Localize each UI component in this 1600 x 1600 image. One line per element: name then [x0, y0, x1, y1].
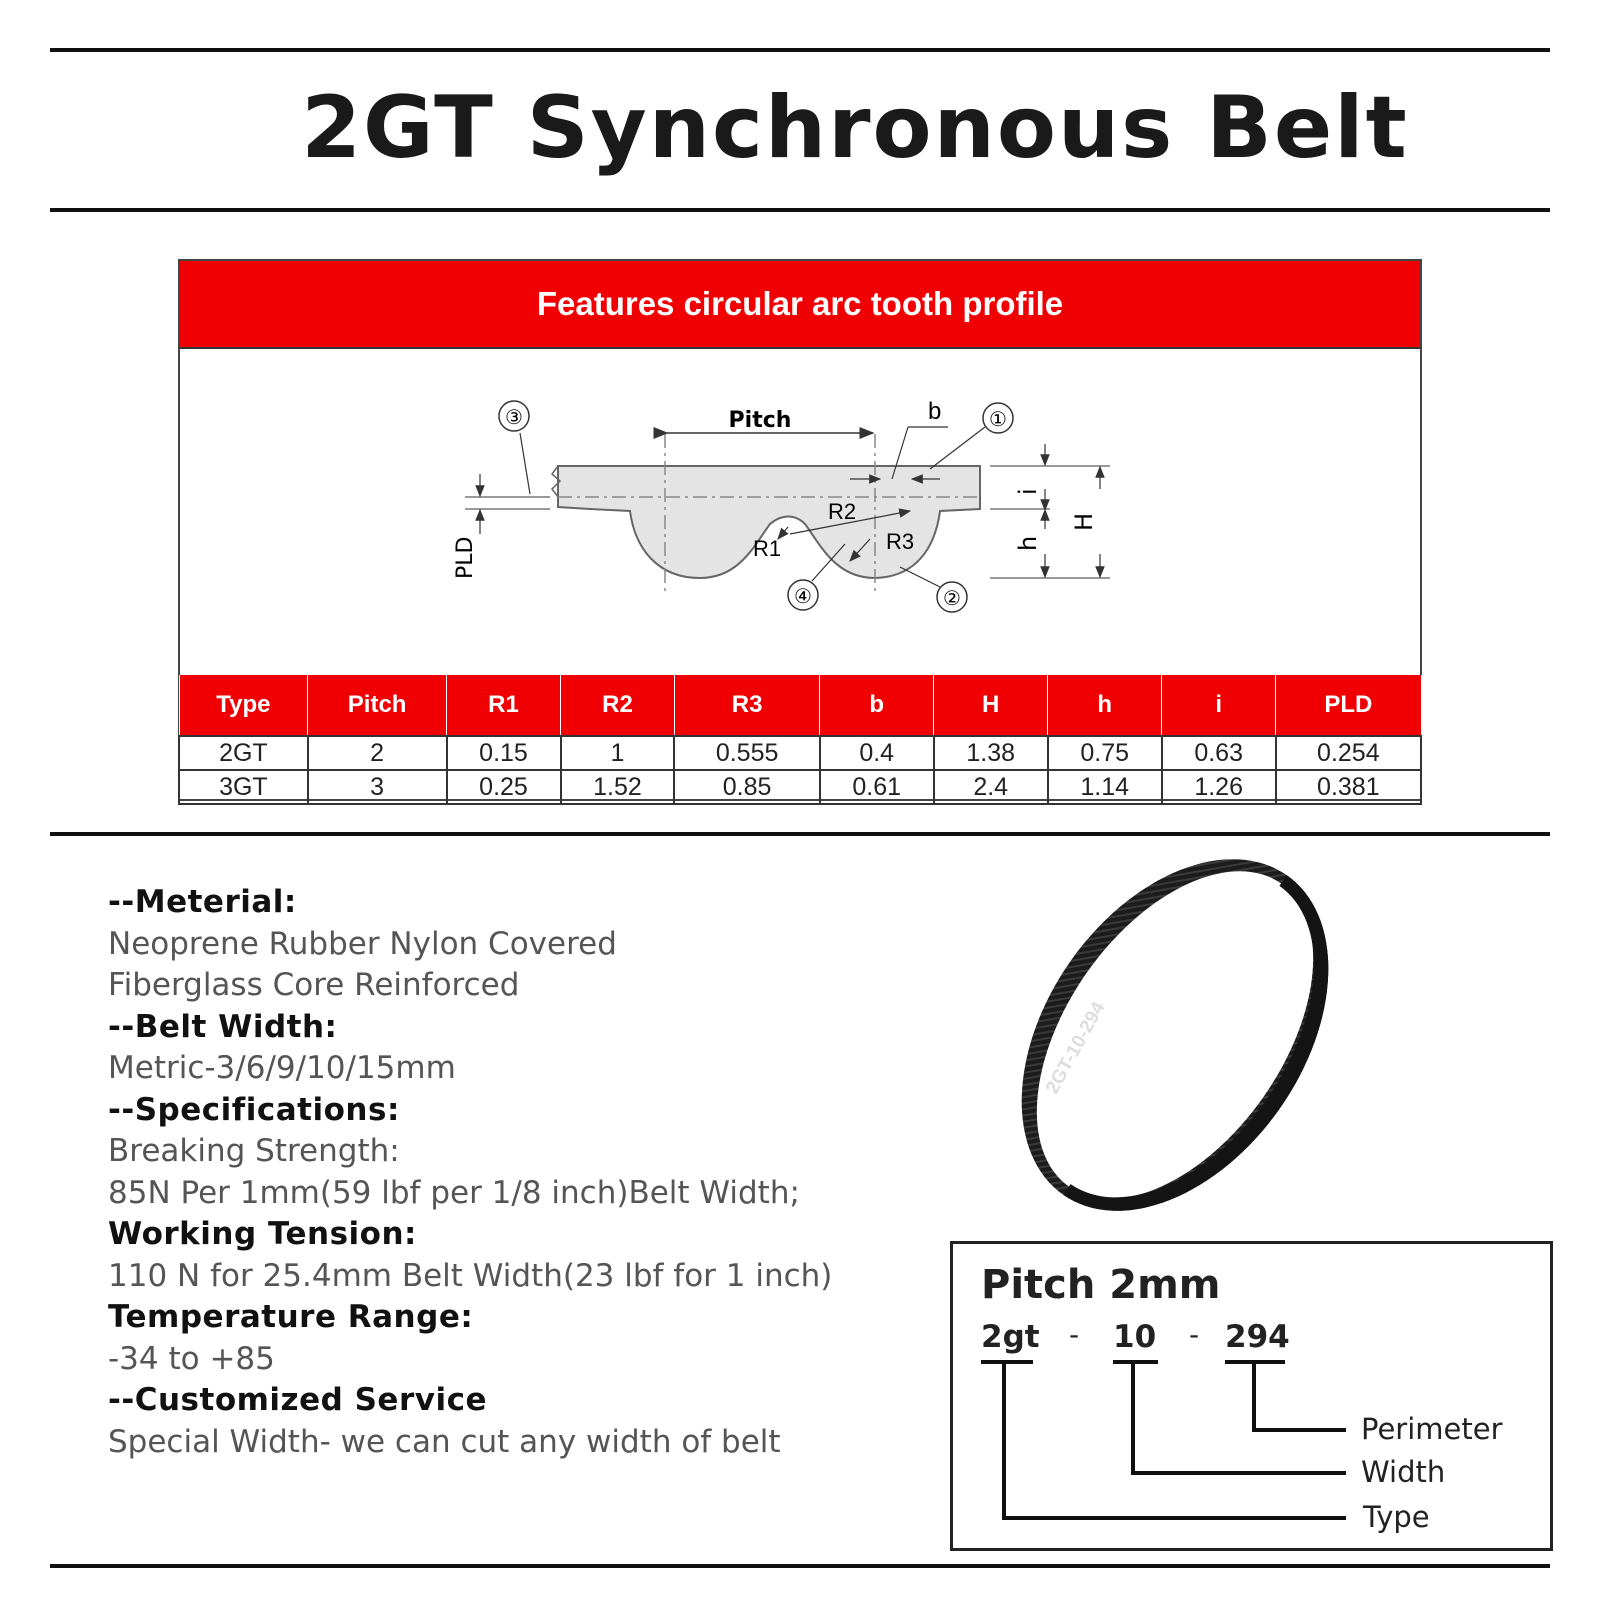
callout-2: ② [943, 586, 961, 610]
col-i: i [1161, 675, 1277, 737]
spec-table: Type Pitch R1 R2 R3 b H h i PLD 2GT 2 0.… [178, 675, 1423, 805]
col-pitch: Pitch [307, 675, 448, 737]
table-cell: 0.4 [818, 735, 935, 771]
section-rule [50, 832, 1550, 836]
spec-line: Neoprene Rubber Nylon Covered [108, 925, 617, 962]
part-code-diagram: 2gt - 10 - 294 Perimeter Width Type [981, 1318, 1503, 1534]
table-row: 3GT 3 0.25 1.52 0.85 0.61 2.4 1.14 1.26 … [178, 769, 1423, 805]
spec-line-heading: Working Tension: [108, 1216, 417, 1252]
table-cell: 1 [559, 735, 676, 771]
pld-label: PLD [453, 537, 478, 579]
label-type: Type [1362, 1500, 1430, 1534]
code-sep: - [1189, 1318, 1199, 1351]
b-label: b [928, 398, 941, 425]
profile-header: Features circular arc tooth profile [180, 261, 1420, 349]
tooth-profile-diagram: Pitch b ③ ① ④ ② R2 R1 R3 PLD [453, 398, 1110, 613]
col-h: h [1047, 675, 1163, 737]
table-cell: 2.4 [932, 769, 1049, 805]
r2-label: R2 [828, 499, 856, 524]
callout-1: ① [989, 407, 1007, 431]
r3-label: R3 [886, 529, 914, 554]
spec-line-heading: --Customized Service [108, 1382, 487, 1418]
table-cell: 1.52 [559, 769, 676, 805]
H-label: H [1070, 513, 1098, 531]
callout-4: ④ [794, 584, 812, 608]
spec-line: 85N Per 1mm(59 lbf per 1/8 inch)Belt Wid… [108, 1174, 800, 1211]
callout-3: ③ [505, 405, 523, 429]
table-cell: 2 [306, 735, 448, 771]
table-cell: 1.26 [1160, 769, 1277, 805]
table-cell: 0.63 [1160, 735, 1277, 771]
spec-table-header-row: Type Pitch R1 R2 R3 b H h i PLD [178, 675, 1422, 737]
spec-line: Fiberglass Core Reinforced [108, 967, 520, 1003]
table-cell: 0.381 [1274, 769, 1423, 805]
table-cell: 0.555 [673, 735, 821, 771]
code-sep: - [1069, 1318, 1079, 1351]
spec-line-heading: --Specifications: [108, 1091, 400, 1128]
table-cell: 0.15 [445, 735, 562, 771]
col-r1: R1 [446, 675, 561, 737]
col-r3: R3 [673, 675, 821, 737]
belt-profile [557, 465, 981, 580]
bottom-rule [50, 1564, 1550, 1568]
r1-label: R1 [753, 536, 781, 561]
table-cell: 0.85 [673, 769, 821, 805]
table-cell: 1.38 [932, 735, 1049, 771]
label-width: Width [1361, 1455, 1445, 1489]
table-cell: 0.254 [1274, 735, 1423, 771]
table-cell: 2GT [178, 735, 309, 771]
part-code-box: Pitch 2mm 2gt - 10 - 294 Perimeter Width… [950, 1241, 1553, 1551]
code-part-width: 10 [1113, 1319, 1156, 1355]
spec-line: 110 N for 25.4mm Belt Width(23 lbf for 1… [108, 1257, 833, 1294]
code-title: Pitch 2mm [981, 1262, 1221, 1308]
table-cell: 0.61 [818, 769, 935, 805]
page-title: 2GT Synchronous Belt [301, 78, 1409, 178]
spec-line: Breaking Strength: [108, 1133, 400, 1169]
table-row: 2GT 2 0.15 1 0.555 0.4 1.38 0.75 0.63 0.… [178, 735, 1423, 771]
specs-list: --Meterial: Neoprene Rubber Nylon Covere… [108, 882, 928, 1463]
table-cell: 3GT [178, 769, 309, 805]
spec-line: Special Width- we can cut any width of b… [108, 1423, 781, 1460]
pitch-label: Pitch [729, 408, 792, 433]
col-H: H [933, 675, 1049, 737]
col-r2: R2 [560, 675, 675, 737]
spec-line: -34 to +85 [108, 1340, 275, 1377]
top-rule [50, 48, 1550, 52]
spec-line: Metric-3/6/9/10/15mm [108, 1050, 456, 1086]
h-label: h [1014, 536, 1042, 551]
title-rule [50, 208, 1550, 212]
i-label: i [1014, 488, 1042, 495]
col-pld: PLD [1275, 675, 1422, 737]
spec-line-heading: --Belt Width: [108, 1008, 338, 1045]
belt-photo: 2GT-10-294 [990, 840, 1360, 1230]
spec-line-heading: --Meterial: [108, 884, 297, 920]
tooth-profile-panel: Features circular arc tooth profile Pitc… [178, 259, 1423, 805]
table-cell: 3 [306, 769, 448, 805]
code-part-type: 2gt [981, 1319, 1040, 1355]
col-b: b [819, 675, 935, 737]
table-cell: 0.75 [1046, 735, 1163, 771]
code-part-perimeter: 294 [1225, 1319, 1290, 1355]
label-perimeter: Perimeter [1361, 1412, 1503, 1446]
table-cell: 0.25 [445, 769, 562, 805]
table-cell: 1.14 [1046, 769, 1163, 805]
spec-line-heading: Temperature Range: [108, 1299, 474, 1335]
col-type: Type [178, 675, 309, 737]
